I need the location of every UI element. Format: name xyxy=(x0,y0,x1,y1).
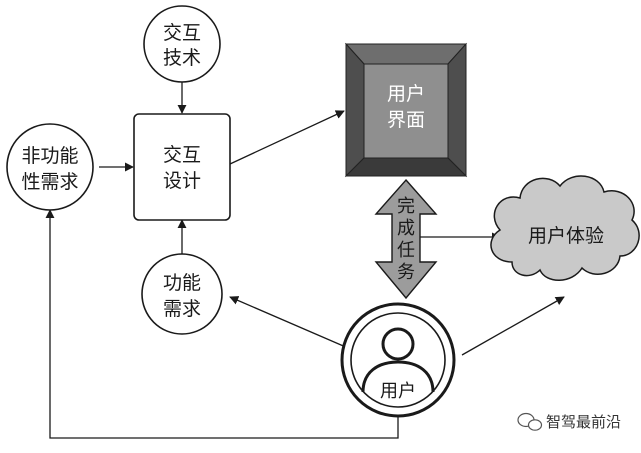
arrow-design-to-interface xyxy=(229,110,345,165)
user-node: 用户 xyxy=(340,302,456,418)
user-interface-label-line1: 用户 xyxy=(387,83,425,105)
nonfunctional-requirement-node: 非功能 性需求 xyxy=(6,123,94,211)
arrow-user-to-nonfunctional xyxy=(45,209,399,439)
complete-task-node: 完 成 任 务 xyxy=(374,178,438,300)
nonfunctional-label-line2: 性需求 xyxy=(21,171,78,193)
functional-label-line2: 需求 xyxy=(163,298,201,320)
watermark-text: 智驾最前沿 xyxy=(546,413,621,431)
complete-task-char-1: 完 xyxy=(397,196,415,217)
functional-requirement-node: 功能 需求 xyxy=(141,253,223,335)
complete-task-char-3: 任 xyxy=(397,240,415,261)
user-experience-node: 用户体验 xyxy=(490,175,640,281)
arrow-user-to-experience xyxy=(461,296,565,356)
user-experience-label: 用户体验 xyxy=(528,225,604,247)
functional-label-line1: 功能 xyxy=(163,272,201,294)
interaction-tech-label-line1: 交互 xyxy=(163,22,201,44)
user-label: 用户 xyxy=(380,381,416,402)
nonfunctional-label-line1: 非功能 xyxy=(21,145,78,167)
complete-task-char-4: 务 xyxy=(397,262,415,283)
wechat-icon xyxy=(517,412,543,431)
interaction-tech-label-line2: 技术 xyxy=(163,47,201,69)
person-icon xyxy=(361,327,435,393)
complete-task-char-2: 成 xyxy=(397,218,415,239)
interaction-design-node: 交互 设计 xyxy=(133,113,231,221)
interaction-design-label-line1: 交互 xyxy=(163,144,201,166)
arrow-user-to-functional xyxy=(229,296,349,349)
interaction-design-label-line2: 设计 xyxy=(163,170,201,192)
user-interface-node: 用户 界面 xyxy=(344,42,468,178)
user-interface-label-line2: 界面 xyxy=(387,109,425,131)
watermark: 智驾最前沿 xyxy=(517,412,621,431)
cloud-shape xyxy=(490,175,640,281)
connectors xyxy=(45,82,565,439)
interaction-tech-node: 交互 技术 xyxy=(143,5,221,83)
